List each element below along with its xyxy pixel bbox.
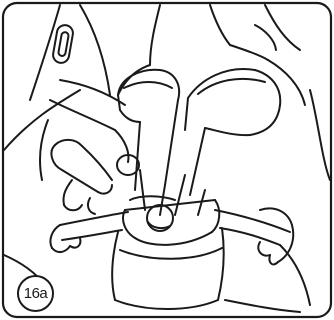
step-number-label: 16a bbox=[24, 285, 48, 302]
shoulder-pad-left bbox=[118, 70, 179, 190]
crotch-pad bbox=[112, 228, 223, 309]
buckle-release-button-icon bbox=[147, 205, 173, 231]
strap-slot-icon bbox=[52, 24, 74, 64]
seat-shell bbox=[4, 5, 330, 180]
shoulder-pad-right bbox=[185, 69, 280, 195]
child-hand-right-icon bbox=[258, 208, 293, 264]
harness-buckle-icon bbox=[123, 170, 219, 238]
adult-hand-icon bbox=[40, 80, 139, 214]
child-body bbox=[118, 5, 305, 105]
step-number-badge: 16a bbox=[17, 275, 54, 312]
